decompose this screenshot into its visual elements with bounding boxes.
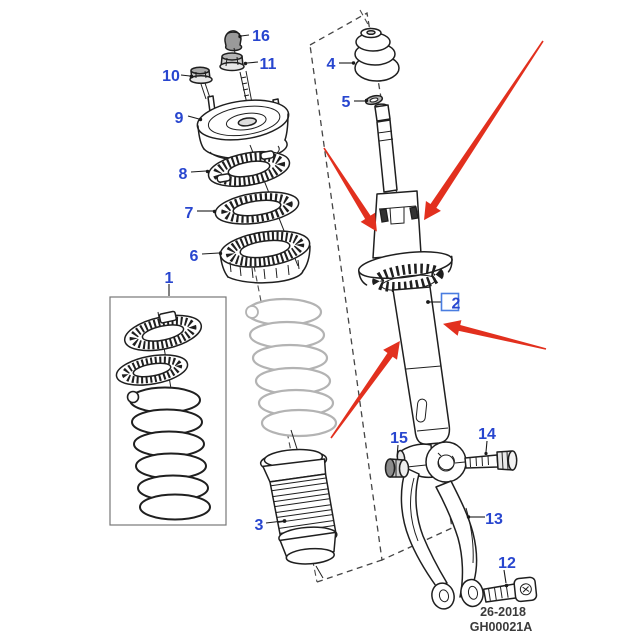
part-6-upper-spring-seat: [219, 230, 311, 284]
part-1-isolator-ring-lower: [115, 354, 189, 386]
svg-text:5[interactable]: 5: [342, 94, 351, 111]
callout-7[interactable]: 7: [185, 205, 217, 222]
part-3-dust-boot: [259, 429, 338, 579]
svg-text:4[interactable]: 4: [327, 56, 336, 73]
pointer-arrow-lower-left: [330, 340, 400, 439]
part-9-top-mount: [196, 95, 290, 161]
callout-16[interactable]: 16: [238, 28, 270, 45]
pointer-arrows: [323, 40, 547, 439]
callout-8[interactable]: 8: [179, 166, 210, 183]
callout-2-selected[interactable]: 2: [426, 292, 461, 313]
callout-4[interactable]: 4: [327, 56, 356, 73]
part-2-shock-absorber: [357, 103, 453, 453]
svg-text:12[interactable]: 12: [498, 555, 516, 572]
part-16-cap-nut: [224, 30, 243, 54]
svg-text:3[interactable]: 3: [255, 517, 264, 534]
svg-text:2[interactable]: 2: [452, 296, 461, 313]
coil-spring-ghost: [245, 297, 338, 438]
svg-text:10[interactable]: 10: [162, 68, 180, 85]
part-10-flange-nut: [189, 66, 213, 100]
svg-text:13[interactable]: 13: [485, 511, 503, 528]
callout-12[interactable]: 12: [498, 555, 516, 588]
callout-6[interactable]: 6: [190, 248, 223, 265]
callout-1[interactable]: 1: [165, 270, 174, 296]
pointer-arrow-lower-right: [443, 320, 547, 350]
callout-11[interactable]: 11: [243, 56, 277, 73]
callout-9[interactable]: 9: [175, 110, 203, 127]
callout-10[interactable]: 10: [162, 68, 194, 85]
svg-text:14[interactable]: 14: [478, 426, 496, 443]
footer: 26-2018 GH00021A: [470, 605, 533, 634]
svg-text:8[interactable]: 8: [179, 166, 188, 183]
callout-14[interactable]: 14: [478, 426, 496, 456]
part-15-flange-nut: [384, 458, 427, 478]
svg-text:9[interactable]: 9: [175, 110, 184, 127]
part-8-bearing-plate: [207, 150, 291, 188]
drawing-date: 26-2018: [480, 605, 526, 619]
part-11-flange-nut: [219, 52, 253, 105]
part-1-isolator-ring-upper: [123, 310, 203, 352]
part-1-coil-spring: [126, 386, 211, 521]
callouts: 16 11 10 9 8 7 6 1: [162, 28, 516, 588]
callout-13[interactable]: 13: [466, 511, 503, 528]
part-12-socket-bolt: [482, 576, 538, 603]
part-14-bolt: [454, 450, 518, 471]
part-13-lower-fork: [396, 441, 484, 610]
svg-text:11[interactable]: 11: [260, 56, 277, 73]
part-4-bump-stop: [354, 27, 400, 82]
part-1-spring-kit-box: [109, 296, 227, 526]
callout-3[interactable]: 3: [255, 517, 287, 534]
part-5-washer: [364, 94, 384, 106]
pointer-arrow-upper-right: [424, 40, 544, 221]
svg-text:7[interactable]: 7: [185, 205, 194, 222]
assembly-boundary-box: [309, 11, 453, 583]
pointer-arrow-upper-left: [323, 147, 377, 232]
svg-text:6[interactable]: 6: [190, 248, 199, 265]
drawing-code: GH00021A: [470, 620, 533, 634]
svg-text:16[interactable]: 16: [252, 28, 270, 45]
callout-5[interactable]: 5: [342, 94, 369, 111]
svg-text:1[interactable]: 1: [165, 270, 174, 287]
svg-text:15[interactable]: 15: [390, 430, 408, 447]
selected-callout-highlight-box: [440, 292, 460, 312]
callout-15[interactable]: 15: [390, 430, 408, 458]
part-7-spacer-ring: [214, 191, 300, 225]
